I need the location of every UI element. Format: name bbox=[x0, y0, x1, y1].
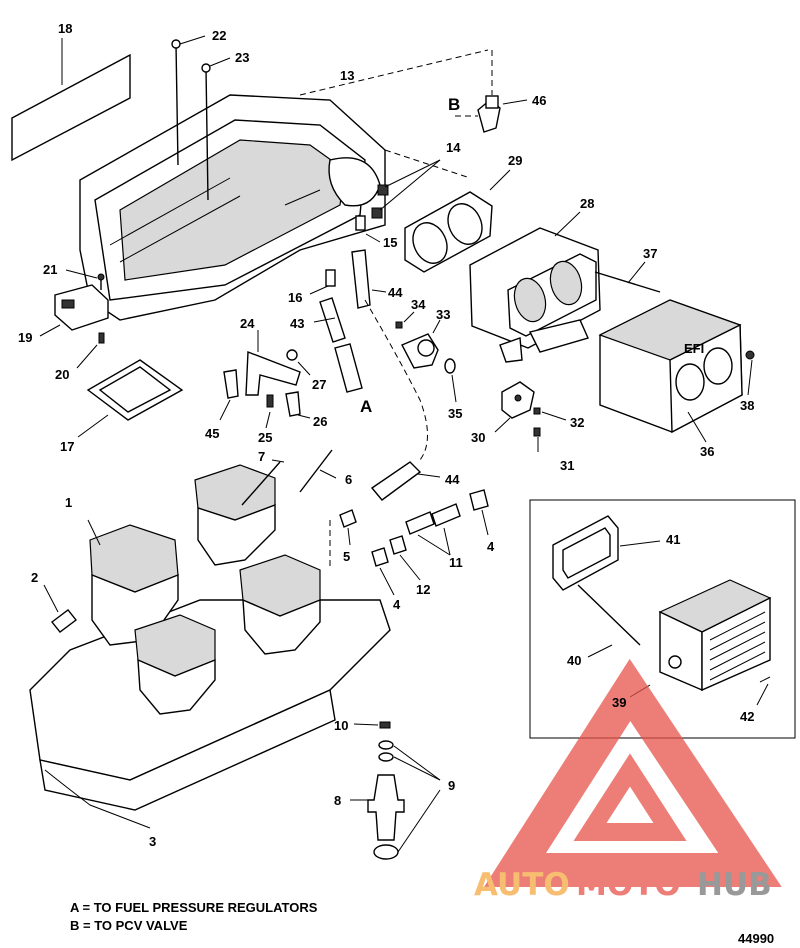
stud-37 bbox=[594, 261, 661, 293]
watermark-logo-inner bbox=[573, 753, 687, 841]
plenum-cover bbox=[79, 94, 386, 321]
watermark-auto: AUTO bbox=[474, 867, 570, 903]
callout-6: 6 bbox=[345, 472, 352, 487]
pcv-fitting bbox=[299, 49, 528, 133]
inset-box bbox=[529, 499, 796, 739]
flame-arrestor-36: EFI bbox=[598, 299, 755, 443]
throttle-gasket bbox=[404, 169, 511, 273]
callout-13: 13 bbox=[340, 68, 354, 83]
legend-a: A = TO FUEL PRESSURE REGULATORS bbox=[70, 900, 318, 915]
legend: A = TO FUEL PRESSURE REGULATORS B = TO P… bbox=[70, 900, 318, 933]
callout-33: 33 bbox=[436, 307, 450, 322]
callout-4-right: 4 bbox=[487, 539, 495, 554]
callout-1: 1 bbox=[65, 495, 72, 510]
callout-38: 38 bbox=[740, 398, 754, 413]
callout-11: 11 bbox=[449, 555, 463, 570]
callout-15: 15 bbox=[383, 235, 397, 250]
callout-28: 28 bbox=[580, 196, 594, 211]
callout-21: 21 bbox=[43, 262, 57, 277]
callout-44-upper: 44 bbox=[388, 285, 403, 300]
bracket-assembly bbox=[219, 330, 311, 429]
callout-26: 26 bbox=[313, 414, 327, 429]
callout-8: 8 bbox=[334, 793, 341, 808]
efi-decal: EFI bbox=[684, 341, 704, 356]
callout-40: 40 bbox=[567, 653, 581, 668]
intake-manifold bbox=[29, 464, 391, 829]
callout-42: 42 bbox=[740, 709, 754, 724]
throttle-position-sensor bbox=[494, 381, 567, 452]
callout-16: 16 bbox=[288, 290, 302, 305]
watermark-logo bbox=[483, 658, 782, 887]
map-sensor bbox=[39, 269, 109, 369]
callout-12: 12 bbox=[416, 582, 430, 597]
callout-10: 10 bbox=[334, 718, 348, 733]
callout-32: 32 bbox=[570, 415, 584, 430]
callout-23: 23 bbox=[235, 50, 249, 65]
watermark: AUTO MOTO HUB bbox=[474, 658, 782, 903]
gasket-18 bbox=[11, 38, 131, 162]
callout-46: 46 bbox=[532, 93, 546, 108]
callout-2: 2 bbox=[31, 570, 38, 585]
letter-a: A bbox=[360, 397, 372, 416]
callout-9: 9 bbox=[448, 778, 455, 793]
gasket-17 bbox=[77, 359, 184, 438]
callout-5: 5 bbox=[343, 549, 350, 564]
iac-motor bbox=[395, 311, 457, 403]
callout-19: 19 bbox=[18, 330, 32, 345]
legend-b: B = TO PCV VALVE bbox=[70, 918, 188, 933]
callout-41: 41 bbox=[666, 532, 680, 547]
callout-3: 3 bbox=[149, 834, 156, 849]
vacuum-hoses bbox=[313, 249, 441, 566]
fuel-injector bbox=[350, 721, 441, 860]
callout-39: 39 bbox=[612, 695, 626, 710]
callout-7: 7 bbox=[258, 449, 265, 464]
letter-b: B bbox=[448, 95, 460, 114]
callout-31: 31 bbox=[560, 458, 574, 473]
callout-labels: 18 22 23 13 46 14 29 28 15 37 21 44 16 3… bbox=[18, 21, 754, 849]
callout-22: 22 bbox=[212, 28, 226, 43]
callout-34: 34 bbox=[411, 297, 426, 312]
callout-27: 27 bbox=[312, 377, 326, 392]
callout-17: 17 bbox=[60, 439, 74, 454]
callout-4-left: 4 bbox=[393, 597, 401, 612]
callout-44-lower: 44 bbox=[445, 472, 460, 487]
throttle-body bbox=[384, 149, 601, 363]
callout-30: 30 bbox=[471, 430, 485, 445]
callout-45: 45 bbox=[205, 426, 219, 441]
callout-25: 25 bbox=[258, 430, 272, 445]
callout-43: 43 bbox=[290, 316, 304, 331]
watermark-hub: HUB bbox=[697, 867, 772, 903]
callout-35: 35 bbox=[448, 406, 462, 421]
callout-37: 37 bbox=[643, 246, 657, 261]
manifold-fittings bbox=[43, 449, 489, 633]
watermark-moto: MOTO bbox=[576, 867, 681, 903]
figure-number: 44990 bbox=[738, 931, 774, 946]
vacuum-caps bbox=[309, 159, 441, 295]
long-bolts bbox=[171, 35, 231, 201]
callout-18: 18 bbox=[58, 21, 72, 36]
callout-14: 14 bbox=[446, 140, 461, 155]
callout-20: 20 bbox=[55, 367, 69, 382]
callout-29: 29 bbox=[508, 153, 522, 168]
callout-36: 36 bbox=[700, 444, 714, 459]
callout-24: 24 bbox=[240, 316, 255, 331]
